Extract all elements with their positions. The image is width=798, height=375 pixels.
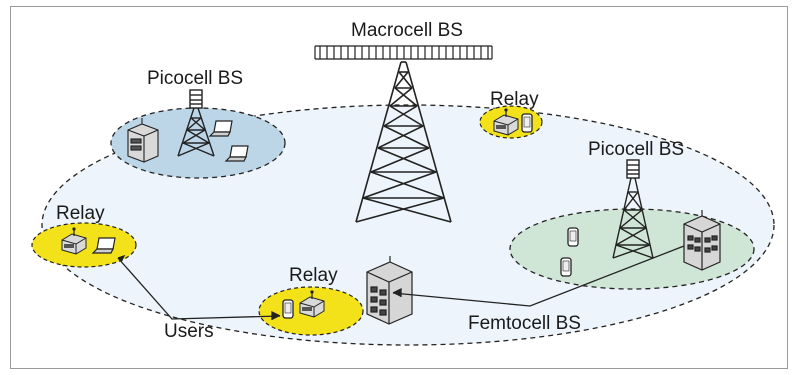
- picocell-bs-label-left: Picocell BS: [147, 68, 243, 89]
- phone-icon: [567, 227, 579, 247]
- femtocell-bs-label: Femtocell BS: [468, 313, 581, 334]
- users-label: Users: [164, 321, 214, 342]
- relay-label-left: Relay: [56, 203, 105, 224]
- macrocell-tower-icon: [355, 61, 452, 223]
- picocell-tower-icon-left: [177, 89, 215, 157]
- macrocell-bs-label: Macrocell BS: [351, 20, 463, 41]
- picocell-building-icon-right: [683, 210, 721, 271]
- phone-icon: [521, 113, 533, 133]
- femtocell-building-icon: [366, 256, 413, 325]
- macrocell-antenna-array-icon: [314, 45, 493, 60]
- phone-icon: [282, 299, 294, 319]
- relay-label-bottom: Relay: [289, 265, 338, 286]
- user-link-lines: [117, 245, 685, 320]
- relay-label-top: Relay: [490, 89, 539, 110]
- picocell-building-icon-left: [127, 118, 159, 163]
- phone-icon: [560, 257, 572, 277]
- picocell-bs-label-right: Picocell BS: [588, 139, 684, 160]
- picocell-tower-icon-right: [612, 159, 654, 259]
